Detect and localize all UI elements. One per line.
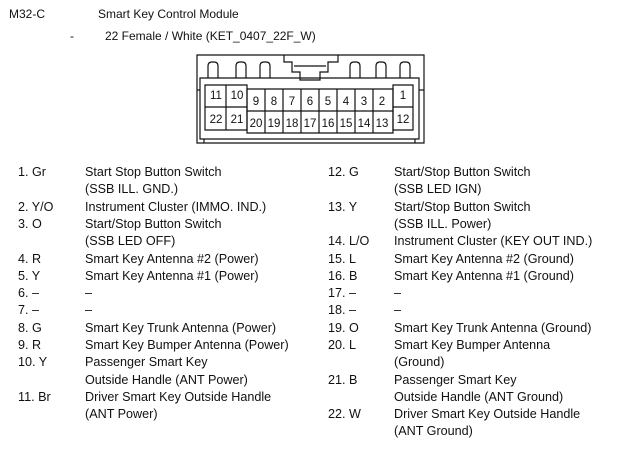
pin-description: Outside Handle (ANT Power) <box>85 372 248 387</box>
pin-description: Smart Key Bumper Antenna (Power) <box>85 338 289 352</box>
pin-number-label: 11. Br <box>18 389 51 404</box>
pin-number-label: 14. L/O <box>328 234 370 249</box>
pin-number: 17 <box>304 118 317 130</box>
connector-tab <box>375 61 387 78</box>
pin-number-label: 3. O <box>18 216 42 231</box>
connector-tab <box>349 61 361 78</box>
pin-description: Start/Stop Button Switch <box>394 199 531 214</box>
connector-inner-outline <box>199 77 420 140</box>
pin-description: (SSB LED IGN) <box>394 182 482 197</box>
pin-description: Outside Handle (ANT Ground) <box>394 389 564 404</box>
pin-description: Smart Key Trunk Antenna (Power) <box>85 320 277 335</box>
pin-description: – <box>394 286 402 301</box>
pin-number-label: 16. B <box>328 268 358 283</box>
connector-tab <box>399 61 411 78</box>
pin-number-label: 15. L <box>328 251 357 266</box>
pin-number: 15 <box>340 118 353 130</box>
pin-number: 11 <box>210 90 222 102</box>
pin-description: (Ground) <box>394 355 445 370</box>
pin-number-label: 9. R <box>18 338 42 352</box>
pin-block-left <box>204 84 248 131</box>
pin-number-label: 5. Y <box>18 268 41 283</box>
pin-number-label: 13. Y <box>328 199 358 214</box>
connector-tab <box>207 61 219 78</box>
pin-description: Instrument Cluster (KEY OUT IND.) <box>394 234 593 249</box>
connector-type: 22 Female / White (KET_0407_22F_W) <box>105 29 316 43</box>
pin-number-label: 22. W <box>328 407 361 422</box>
connector-id: M32-C <box>9 7 46 21</box>
pin-number: 22 <box>210 114 223 126</box>
connector-tab <box>235 61 247 78</box>
pin-description: Driver Smart Key Outside Handle <box>85 389 272 404</box>
pin-description: Passenger Smart Key <box>85 355 208 370</box>
pin-number-label: 17. – <box>328 286 357 301</box>
pin-number: 20 <box>250 118 263 130</box>
pin-number: 1 <box>400 90 406 102</box>
pin-block-right <box>392 84 414 131</box>
pin-number-label: 7. – <box>18 303 40 318</box>
pin-number-label: 10. Y <box>18 355 48 370</box>
connector-outline <box>196 54 425 144</box>
pin-description: – <box>85 286 93 301</box>
pin-number-label: 1. Gr <box>18 165 46 179</box>
pin-description: Instrument Cluster (IMMO. IND.) <box>85 199 267 214</box>
pin-number: 8 <box>271 96 277 108</box>
pin-number: 18 <box>286 118 299 130</box>
connector-latch <box>283 55 339 81</box>
pin-number-label: 6. – <box>18 286 40 301</box>
pin-number-label: 20. L <box>328 338 357 352</box>
pin-number: 2 <box>379 96 385 108</box>
pin-description: Smart Key Antenna #1 (Ground) <box>394 268 574 283</box>
pin-description: Smart Key Bumper Antenna <box>394 338 551 352</box>
pin-description: Smart Key Antenna #2 (Ground) <box>394 251 574 266</box>
pin-description: Smart Key Trunk Antenna (Ground) <box>394 320 592 335</box>
pin-description: Smart Key Antenna #2 (Power) <box>85 251 259 266</box>
pin-number: 3 <box>361 96 367 108</box>
pin-number: 21 <box>231 114 244 126</box>
pin-number-label: 21. B <box>328 372 358 387</box>
pin-number: 14 <box>358 118 371 130</box>
pin-description: Driver Smart Key Outside Handle <box>394 407 581 422</box>
connector-tab <box>259 61 271 78</box>
pin-description: Start/Stop Button Switch <box>394 165 531 179</box>
header-dash: - <box>70 29 74 43</box>
pin-description: Start/Stop Button Switch <box>85 216 222 231</box>
pin-description: (ANT Ground) <box>394 424 473 439</box>
pin-description: (SSB ILL. GND.) <box>85 182 179 197</box>
pin-number: 9 <box>253 96 259 108</box>
pin-number: 10 <box>231 90 244 102</box>
pin-number-label: 12. G <box>328 165 359 179</box>
pin-number: 13 <box>376 118 389 130</box>
pin-description: – <box>85 303 93 318</box>
pin-number-label: 8. G <box>18 320 42 335</box>
pin-description: Passenger Smart Key <box>394 372 517 387</box>
pin-description: Start Stop Button Switch <box>85 165 222 179</box>
pin-description: (ANT Power) <box>85 407 158 422</box>
pin-number: 12 <box>397 114 410 126</box>
pin-number: 6 <box>307 96 313 108</box>
pin-number: 16 <box>322 118 335 130</box>
pin-number: 4 <box>343 96 350 108</box>
pin-number-label: 4. R <box>18 251 42 266</box>
pin-number: 7 <box>289 96 295 108</box>
pin-description: (SSB ILL. Power) <box>394 216 492 231</box>
pin-description: – <box>394 303 402 318</box>
pin-number: 19 <box>268 118 281 130</box>
pin-number-label: 2. Y/O <box>18 199 54 214</box>
pin-number: 5 <box>325 96 331 108</box>
pin-number-label: 18. – <box>328 303 357 318</box>
pin-description: Smart Key Antenna #1 (Power) <box>85 268 259 283</box>
module-name: Smart Key Control Module <box>98 7 239 21</box>
pin-description: (SSB LED OFF) <box>85 234 176 249</box>
pin-number-label: 19. O <box>328 320 359 335</box>
